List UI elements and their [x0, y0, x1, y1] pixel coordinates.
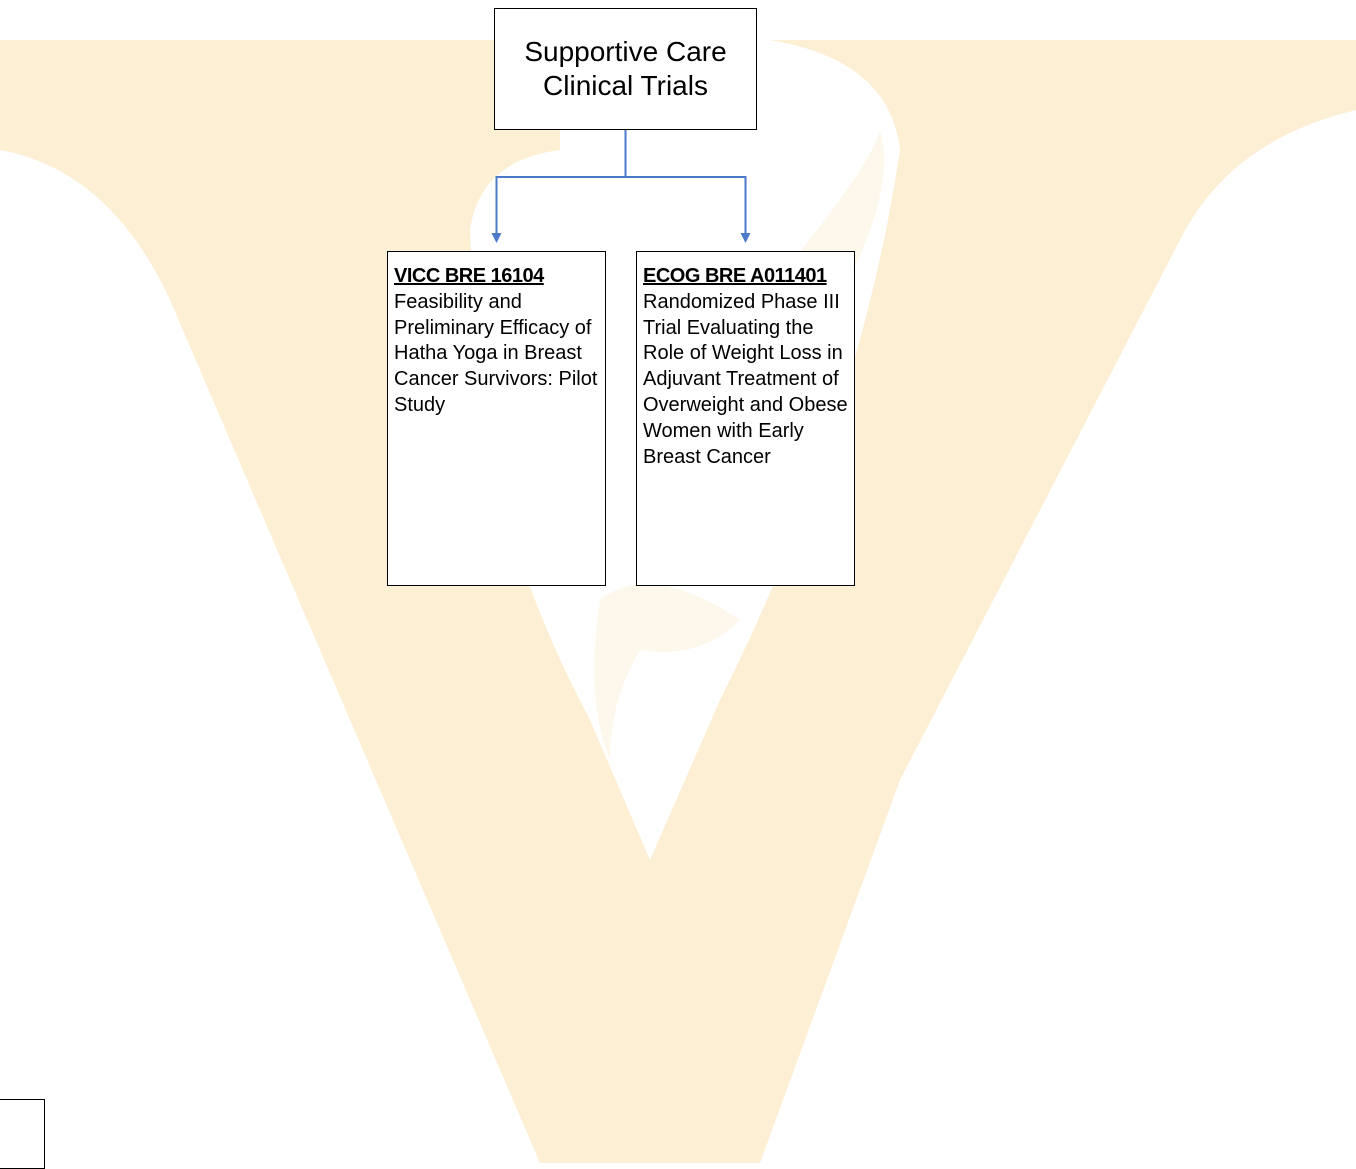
child-node-vicc-bre-16104: VICC BRE 16104 Feasibility and Prelimina… — [387, 251, 606, 586]
trial-id-vicc: VICC BRE 16104 — [394, 265, 544, 287]
trial-description-vicc: Feasibility and Preliminary Efficacy of … — [394, 290, 598, 416]
watermark-v-shape — [0, 40, 1356, 1163]
child-node-ecog-bre-a011401: ECOG BRE A011401 Randomized Phase III Tr… — [636, 251, 855, 586]
root-node-supportive-care: Supportive Care Clinical Trials — [494, 8, 757, 130]
root-node-label-line2: Clinical Trials — [543, 70, 708, 101]
corner-frame-fragment — [0, 1099, 45, 1169]
trial-id-ecog: ECOG BRE A011401 — [643, 265, 827, 287]
connector-to-vicc — [491, 176, 626, 243]
watermark-stem-shape — [594, 584, 740, 760]
connector-to-ecog — [625, 176, 751, 243]
root-node-label-line1: Supportive Care — [524, 36, 727, 67]
trial-description-ecog: Randomized Phase III Trial Evaluating th… — [643, 290, 848, 468]
